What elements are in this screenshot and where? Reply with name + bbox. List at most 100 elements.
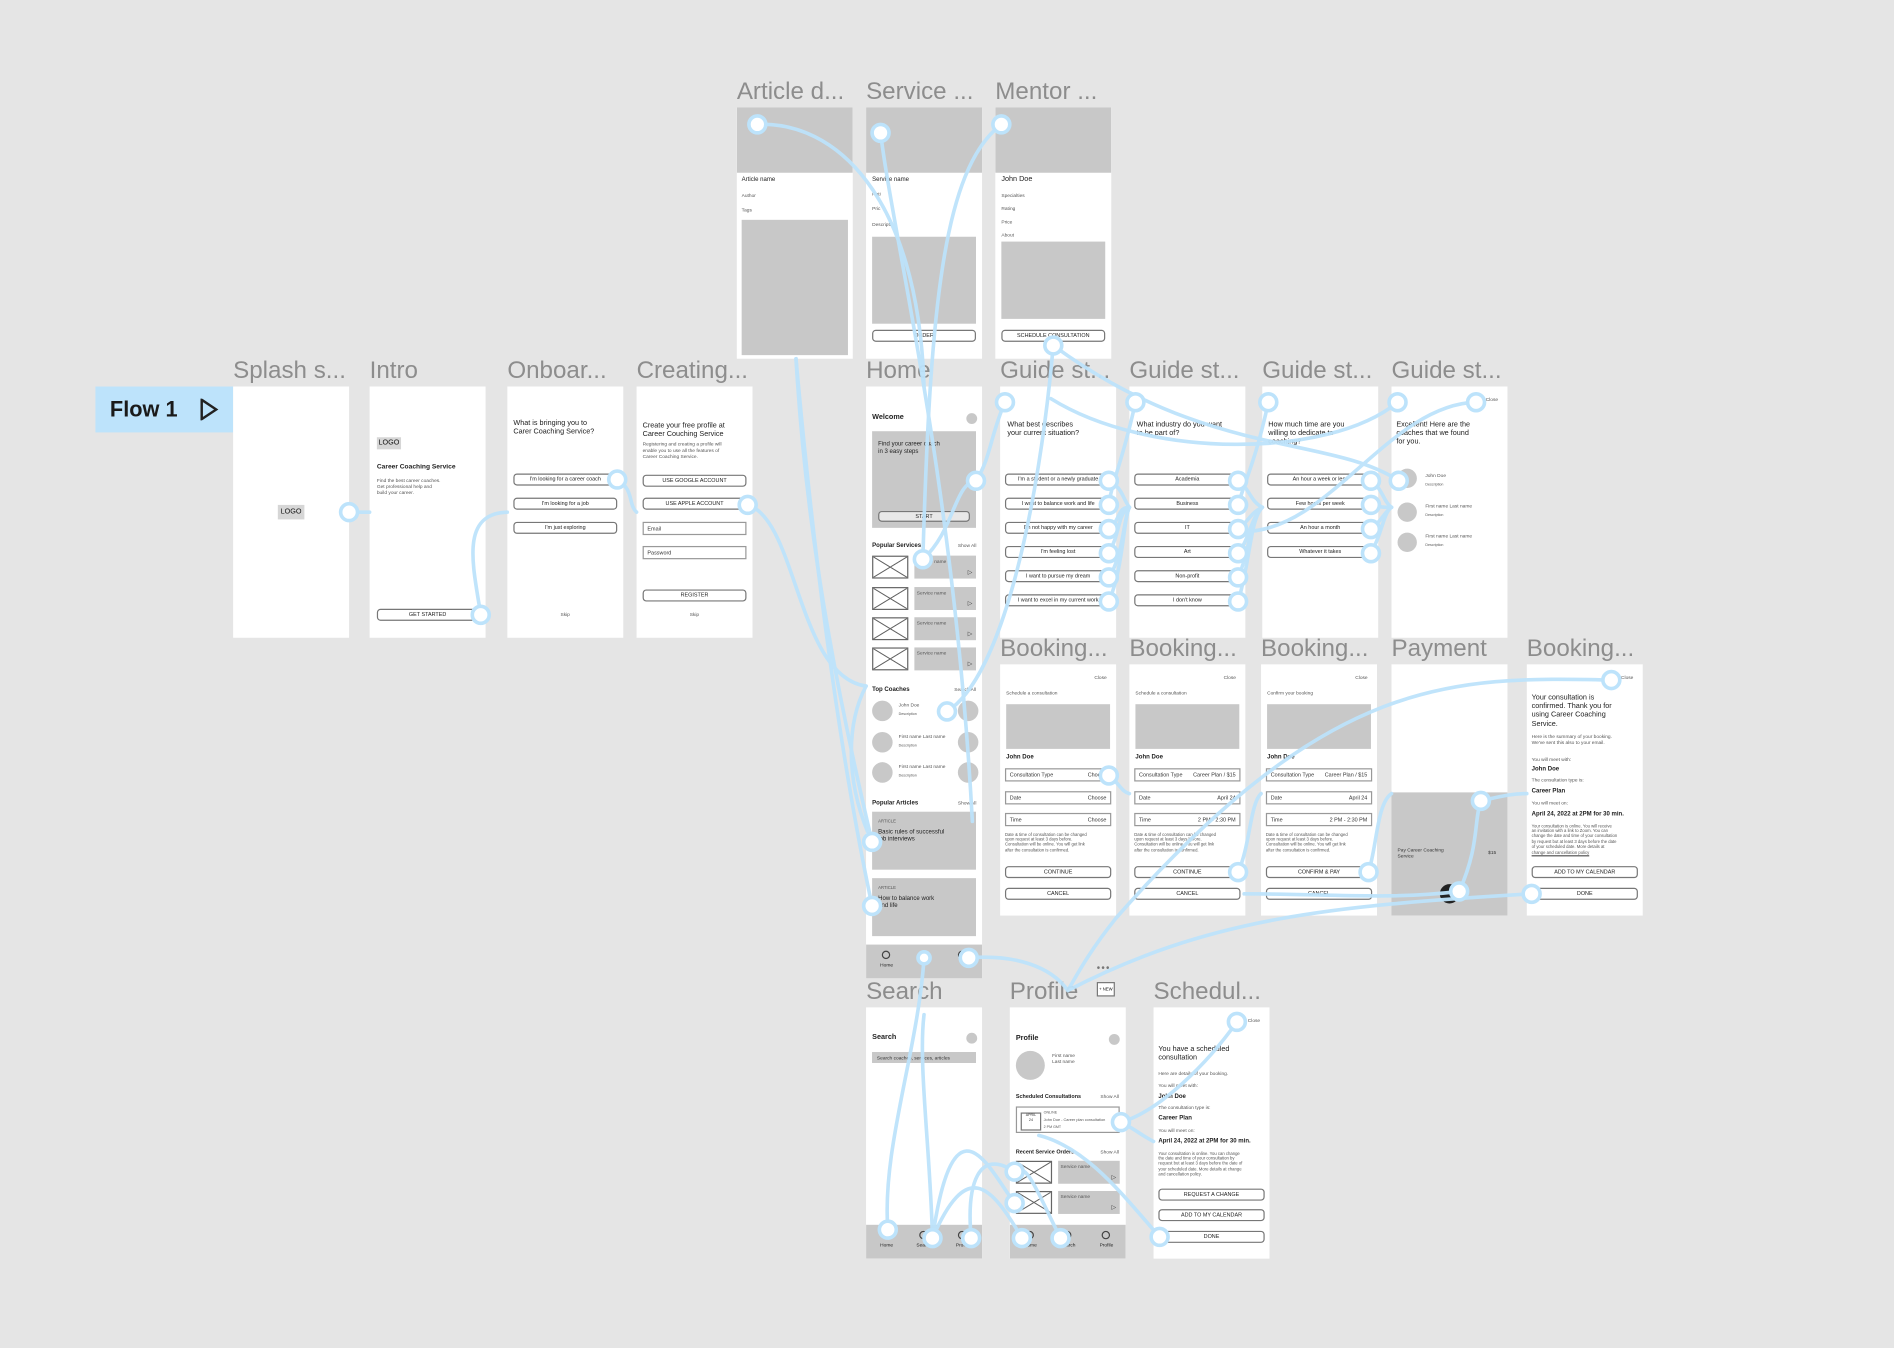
order-button[interactable]: ORDER (872, 329, 976, 342)
consultation-card[interactable]: APRIL 24 ONLINE John Doe - Career plan c… (1015, 1106, 1120, 1134)
cancel-button[interactable]: CANCEL (1134, 887, 1241, 900)
show-all-services-link[interactable]: Show All (957, 542, 977, 549)
skip-link[interactable]: Skip (689, 611, 700, 618)
frame-title-article[interactable]: Article d... (736, 78, 845, 106)
close-link[interactable]: Close (1355, 674, 1368, 681)
avatar[interactable] (966, 1032, 978, 1044)
frame-guide-step-1[interactable]: What best describes your current situati… (1000, 386, 1117, 638)
close-link[interactable]: Close (1247, 1017, 1261, 1024)
show-all-scheduled-link[interactable]: Show All (1100, 1093, 1119, 1100)
frame-title-creating[interactable]: Creating... (636, 357, 749, 385)
frame-profile[interactable]: Profile First name Last name Scheduled C… (1009, 1007, 1126, 1259)
coach-name[interactable]: First name Last name (898, 763, 946, 770)
coach-name[interactable]: John Doe (898, 701, 920, 708)
email-field[interactable]: Email (642, 521, 747, 536)
frame-booking-confirmed[interactable]: Close Your consultation is confirmed. Th… (1526, 664, 1643, 916)
frame-title-splash[interactable]: Splash s... (233, 357, 346, 385)
frame-service-detail[interactable]: Service name Rati Pric Descripti ORDER (866, 107, 983, 359)
google-account-button[interactable]: USE GOOGLE ACCOUNT (642, 474, 747, 487)
tab-profile[interactable]: Profile (1099, 1241, 1114, 1248)
frame-title-mentor[interactable]: Mentor ... (995, 78, 1098, 106)
tab-home[interactable]: Home (880, 1241, 894, 1248)
policy-link[interactable]: change and cancellation policy (1531, 850, 1590, 856)
close-link[interactable]: Close (1094, 674, 1107, 681)
cancel-button[interactable]: CANCEL (1004, 887, 1112, 900)
option-exploring[interactable]: I'm just exploring (513, 521, 618, 534)
service-card[interactable]: Service name▷ (914, 617, 976, 641)
request-change-button[interactable]: REQUEST A CHANGE (1158, 1188, 1265, 1201)
profile-icon[interactable] (1101, 1230, 1111, 1240)
service-card[interactable]: Service name▷ (1058, 1190, 1120, 1214)
frame-title-payment[interactable]: Payment (1391, 635, 1487, 662)
continue-button[interactable]: CONTINUE (1004, 866, 1112, 879)
frame-booking-3[interactable]: Close Confirm your booking John Doe Cons… (1261, 664, 1378, 916)
article-card[interactable]: ARTICLE How to balance work and life (872, 878, 976, 937)
frame-intro[interactable]: LOGO Career Coaching Service Find the be… (369, 386, 486, 638)
frame-title-booking4[interactable]: Booking... (1526, 635, 1635, 662)
frame-onboarding[interactable]: What is bringing you to Carer Coaching S… (507, 386, 624, 638)
skip-link[interactable]: Skip (560, 611, 570, 618)
frame-title-onboarding[interactable]: Onboar... (507, 357, 607, 385)
tab-search[interactable]: Search (916, 1241, 932, 1248)
option-student[interactable]: I'm a student or a newly graduate (1004, 473, 1112, 486)
add-to-calendar-button[interactable]: ADD TO MY CALENDAR (1531, 866, 1638, 879)
tab-home[interactable]: Home (880, 961, 894, 968)
option-career-coach[interactable]: I'm looking for a career coach (513, 473, 618, 486)
option-job[interactable]: I'm looking for a job (513, 497, 618, 510)
coach-name[interactable]: First name Last name (1425, 502, 1473, 509)
add-to-calendar-button[interactable]: ADD TO MY CALENDAR (1158, 1209, 1265, 1222)
service-card[interactable]: Service name▷ (914, 587, 976, 610)
show-all-orders-link[interactable]: Show All (1100, 1148, 1119, 1155)
frame-guide-step-4[interactable]: Close Excellent! Here are the coaches th… (1391, 386, 1508, 638)
frame-booking-2[interactable]: Close Schedule a consultation John Doe C… (1129, 664, 1246, 916)
frame-title-guide2[interactable]: Guide st... (1129, 357, 1240, 385)
frame-title-booking2[interactable]: Booking... (1129, 635, 1237, 662)
frame-splash[interactable]: LOGO (233, 386, 350, 638)
frame-scheduled-consultation[interactable]: Close You have a scheduled consultation … (1153, 1007, 1270, 1259)
option-not-happy[interactable]: I'm not happy with my career (1004, 521, 1112, 534)
search-all-link[interactable]: Search All (954, 686, 977, 693)
frame-title-booking1[interactable]: Booking... (1000, 635, 1108, 662)
frame-title-search[interactable]: Search (866, 978, 943, 1005)
password-field[interactable]: Password (642, 545, 747, 560)
frame-title-booking3[interactable]: Booking... (1261, 635, 1369, 662)
avatar[interactable] (966, 413, 978, 424)
confirm-pay-button[interactable]: CONFIRM & PAY (1265, 866, 1373, 879)
coach-name[interactable]: First name Last name (1425, 532, 1473, 539)
option-business[interactable]: Business (1134, 497, 1241, 510)
tab-profile[interactable]: Profile (955, 1241, 970, 1248)
option-dont-know[interactable]: I don't know (1134, 594, 1241, 607)
frame-guide-step-2[interactable]: What industry do you want to be part of?… (1129, 386, 1246, 638)
option-excel[interactable]: I want to excel in my current work (1004, 594, 1112, 607)
option-lost[interactable]: I'm feeling lost (1004, 545, 1112, 559)
frame-title-scheduled[interactable]: Schedul... (1153, 978, 1261, 1005)
frame-title-guide3[interactable]: Guide st... (1262, 357, 1373, 385)
close-link[interactable]: Close (1485, 396, 1499, 403)
flow-start-button[interactable]: Flow 1 (95, 386, 234, 433)
article-card[interactable]: ARTICLE Basic rules of successful job in… (872, 811, 976, 870)
tab-home[interactable]: Home (1023, 1241, 1037, 1248)
frame-creating-profile[interactable]: Create your free profile at Career Couch… (636, 386, 753, 638)
avatar[interactable] (1108, 1033, 1120, 1045)
frame-mentor-detail[interactable]: John Doe Specialties Rating Price About … (995, 107, 1112, 359)
new-frame-badge[interactable]: + NEW (1096, 982, 1115, 997)
frame-article-detail[interactable]: Article name Author Tags (736, 107, 853, 359)
close-link[interactable]: Close (1223, 674, 1236, 681)
frame-booking-1[interactable]: Close Schedule a consultation John Doe C… (1000, 664, 1117, 916)
frame-title-service[interactable]: Service ... (866, 78, 974, 106)
coach-name[interactable]: First name Last name (898, 733, 946, 740)
frame-payment[interactable]: Pay Career Coaching Service $15 (1391, 664, 1508, 916)
close-link[interactable]: Close (1621, 674, 1634, 681)
register-button[interactable]: REGISTER (642, 589, 747, 602)
home-icon[interactable] (881, 950, 891, 960)
coach-name[interactable]: John Doe (1425, 472, 1447, 479)
more-icon[interactable]: ••• (1096, 962, 1111, 974)
frame-title-guide4[interactable]: Guide st... (1391, 357, 1502, 385)
frame-title-intro[interactable]: Intro (369, 357, 418, 385)
